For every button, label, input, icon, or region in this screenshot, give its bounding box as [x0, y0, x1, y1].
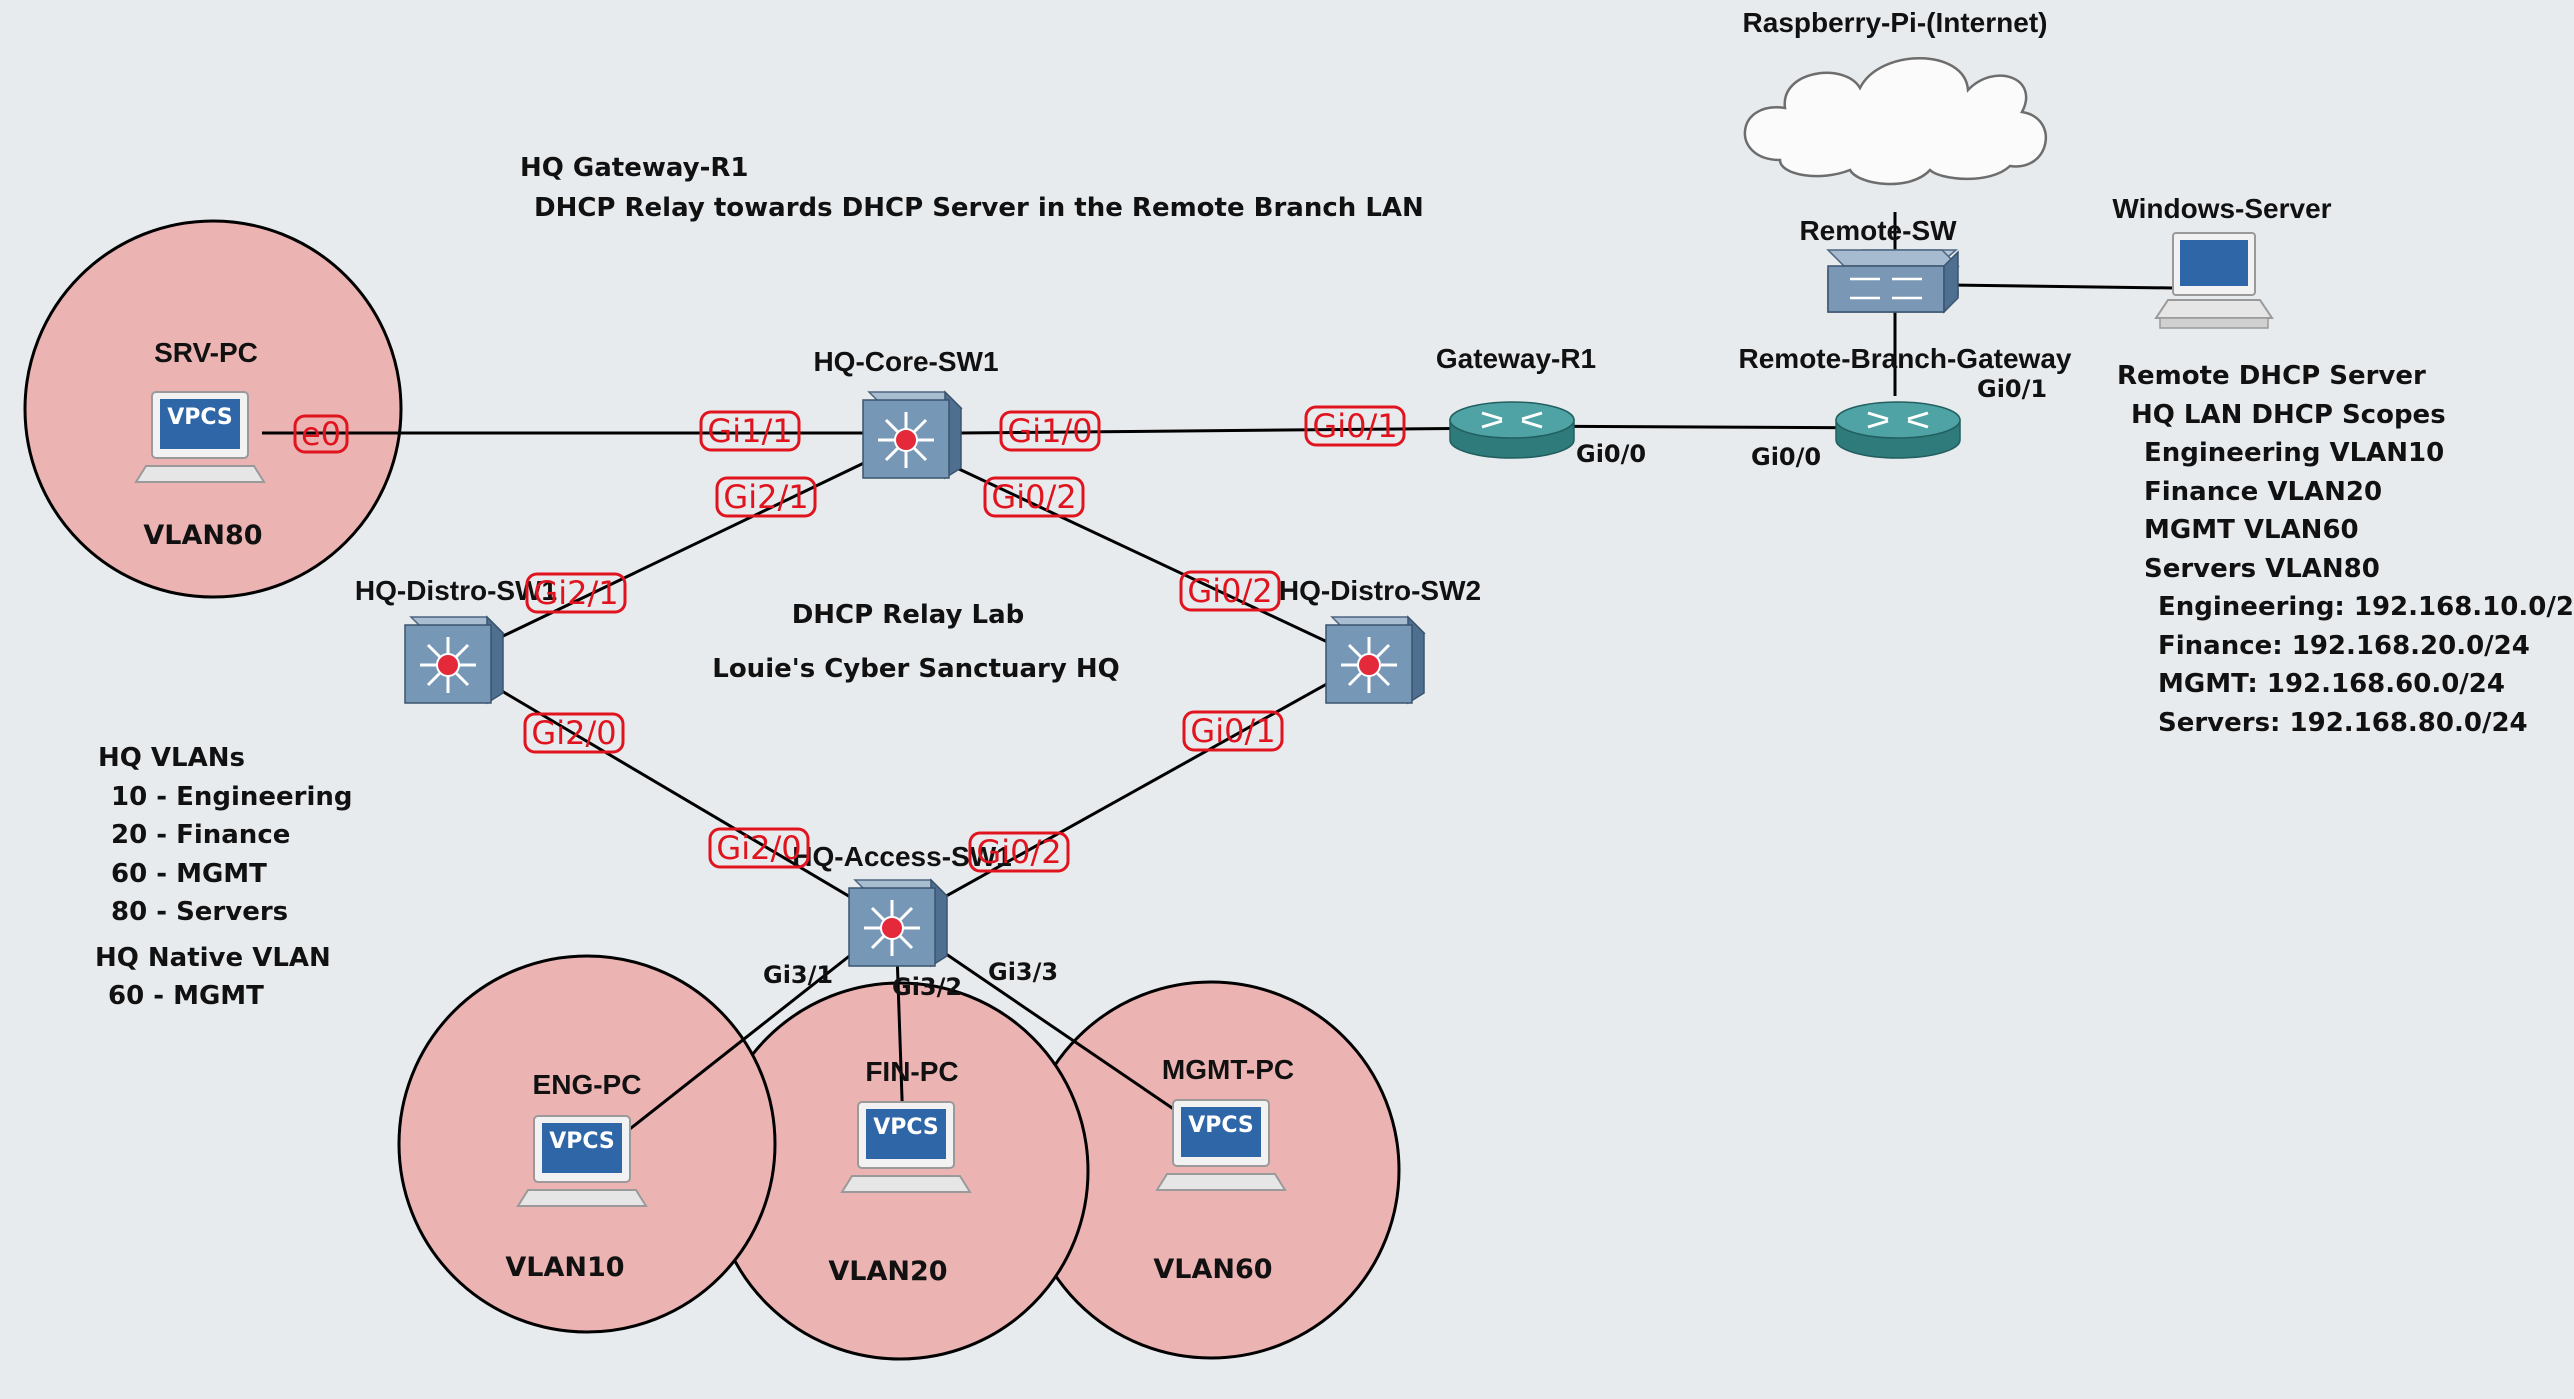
port-srv-e0: e0 [301, 415, 341, 453]
port-d1-gi2-1: Gi2/1 [533, 574, 618, 612]
link-access-eng[interactable] [625, 922, 891, 1134]
mgmt-pc-label: MGMT-PC [1162, 1054, 1294, 1085]
gateway-note-desc: DHCP Relay towards DHCP Server in the Re… [534, 193, 1424, 223]
core-sw-label: HQ-Core-SW1 [813, 346, 998, 377]
dhcp-line: MGMT VLAN60 [2144, 515, 2359, 545]
switch-icon [403, 615, 505, 705]
gateway-note-title: HQ Gateway-R1 [520, 153, 748, 183]
dhcp-line: Finance: 192.168.20.0/24 [2158, 631, 2530, 661]
switch-icon [847, 878, 949, 968]
hq-vlans-note: HQ VLANs 10 - Engineering 20 - Finance 6… [95, 743, 353, 1011]
internet-label: Raspberry-Pi-(Internet) [1743, 7, 2048, 38]
remote-gw-label: Remote-Branch-Gateway [1739, 343, 2072, 374]
switch-icon [861, 390, 963, 480]
dhcp-line: MGMT: 192.168.60.0/24 [2158, 669, 2505, 699]
hq-distro-sw2[interactable]: HQ-Distro-SW2 [1279, 575, 1481, 705]
port-d2-gi0-2: Gi0/2 [1187, 572, 1272, 610]
port-acc-gi3-3: Gi3/3 [988, 958, 1058, 986]
remote-branch-gateway[interactable]: Remote-Branch-Gateway [1739, 343, 2072, 460]
dhcp-line: Finance VLAN20 [2144, 477, 2382, 507]
hq-core-sw1[interactable]: HQ-Core-SW1 [813, 346, 999, 480]
router-icon [1448, 400, 1576, 460]
hq-distro-sw1[interactable]: HQ-Distro-SW1 [355, 575, 557, 705]
native-vlan-title: HQ Native VLAN [95, 943, 331, 973]
port-acc-gi3-1: Gi3/1 [763, 961, 833, 989]
windows-server[interactable]: Windows-Server [2112, 193, 2332, 329]
plain-ports: Gi0/0 Gi0/0 Gi0/1 Gi3/1 Gi3/2 Gi3/3 [763, 375, 2047, 1001]
port-acc-gi2-0: Gi2/0 [716, 829, 801, 867]
vpcs-label: VPCS [549, 1129, 615, 1154]
lab-subtitle: Louie's Cyber Sanctuary HQ [712, 654, 1119, 684]
port-core-gi2-1: Gi2/1 [723, 478, 808, 516]
port-d1-gi2-0: Gi2/0 [531, 714, 616, 752]
srv-pc[interactable]: VPCS SRV-PC VLAN80 [135, 337, 265, 551]
port-acc-gi0-2: Gi0/2 [976, 833, 1061, 871]
fin-pc-label: FIN-PC [865, 1056, 958, 1087]
vpcs-label: VPCS [1188, 1113, 1254, 1138]
port-rgw-gi0-0: Gi0/0 [1751, 443, 1821, 471]
mgmt-pc[interactable]: VPCS MGMT-PC VLAN60 [1153, 1054, 1294, 1285]
remote-sw[interactable]: Remote-SW [1799, 215, 1960, 314]
eng-vlan-label: VLAN10 [505, 1252, 624, 1283]
router-icon [1834, 400, 1962, 460]
port-r1-gi0-1: Gi0/1 [1312, 407, 1397, 445]
dhcp-line: Servers VLAN80 [2144, 554, 2380, 584]
port-core-gi0-2: Gi0/2 [991, 478, 1076, 516]
eng-pc[interactable]: VPCS ENG-PC VLAN10 [505, 1069, 647, 1283]
hq-vlan-item: 80 - Servers [111, 897, 288, 927]
remote-sw-label: Remote-SW [1799, 215, 1957, 246]
srv-vlan-label: VLAN80 [143, 520, 262, 551]
gateway-note: HQ Gateway-R1 DHCP Relay towards DHCP Se… [520, 153, 1424, 223]
srv-pc-label: SRV-PC [154, 337, 258, 368]
gateway-r1[interactable]: Gateway-R1 [1436, 343, 1596, 460]
port-r1-gi0-0: Gi0/0 [1576, 440, 1646, 468]
port-core-gi1-0: Gi1/0 [1007, 412, 1092, 450]
lab-title: DHCP Relay Lab [792, 600, 1025, 630]
distro-sw1-label: HQ-Distro-SW1 [355, 575, 557, 606]
hq-vlans-title: HQ VLANs [98, 743, 245, 773]
internet-cloud[interactable]: Raspberry-Pi-(Internet) [1743, 7, 2048, 186]
port-d2-gi0-1: Gi0/1 [1190, 712, 1275, 750]
vpcs-label: VPCS [873, 1115, 939, 1140]
port-core-gi1-1: Gi1/1 [707, 412, 792, 450]
fin-pc[interactable]: VPCS FIN-PC VLAN20 [828, 1056, 971, 1287]
windows-server-label: Windows-Server [2112, 193, 2331, 224]
mgmt-vlan-label: VLAN60 [1153, 1254, 1272, 1285]
dhcp-line: Servers: 192.168.80.0/24 [2158, 708, 2528, 738]
link-core-r1[interactable] [959, 426, 1509, 435]
dhcp-scopes-note: Remote DHCP Server HQ LAN DHCP Scopes En… [2117, 361, 2574, 738]
link-distro2-access[interactable] [895, 659, 1369, 926]
hq-vlan-item: 20 - Finance [111, 820, 290, 850]
distro-sw2-label: HQ-Distro-SW2 [1279, 575, 1481, 606]
highlighted-ports: e0 Gi1/1 Gi1/0 Gi2/1 Gi0/2 Gi0/1 Gi2/1 G… [293, 405, 1406, 873]
lab-title-note: DHCP Relay Lab Louie's Cyber Sanctuary H… [712, 600, 1119, 684]
dhcp-line: Engineering VLAN10 [2144, 438, 2444, 468]
hq-vlan-item: 10 - Engineering [111, 782, 353, 812]
fin-vlan-label: VLAN20 [828, 1256, 947, 1287]
dhcp-line: Remote DHCP Server [2117, 361, 2426, 391]
eng-pc-label: ENG-PC [533, 1069, 642, 1100]
hq-vlan-item: 60 - MGMT [111, 859, 267, 889]
link-core-distro1[interactable] [450, 460, 867, 663]
switch-icon [1324, 615, 1426, 705]
link-access-mgmt[interactable] [901, 922, 1201, 1129]
hq-access-sw1[interactable]: HQ-Access-SW1 [792, 841, 1012, 968]
access-sw-label: HQ-Access-SW1 [792, 841, 1011, 872]
native-vlan-value: 60 - MGMT [108, 981, 264, 1011]
port-rgw-gi0-1: Gi0/1 [1977, 375, 2047, 403]
port-acc-gi3-2: Gi3/2 [892, 973, 962, 1001]
dhcp-line: Engineering: 192.168.10.0/24 [2158, 592, 2574, 622]
dhcp-line: HQ LAN DHCP Scopes [2131, 400, 2446, 430]
link-remotesw-server[interactable] [1949, 283, 2174, 290]
gateway-r1-label: Gateway-R1 [1436, 343, 1596, 374]
link-distro1-access[interactable] [450, 659, 897, 926]
cloud-icon [1743, 57, 2048, 186]
link-core-distro2[interactable] [943, 460, 1369, 663]
vpcs-label: VPCS [167, 405, 233, 430]
